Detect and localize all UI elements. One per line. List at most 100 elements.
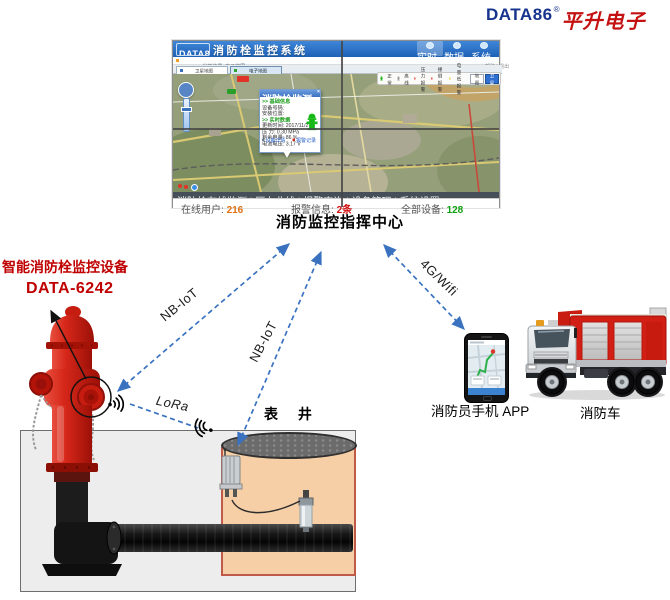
popup-title: 消防栓监测点 [260,95,312,97]
map-imagery [173,74,499,192]
breadcrumb-strip: 当前位置: 电子地图 帮助 | 退出 [173,57,509,69]
alarm-flag-icon [292,138,295,141]
map-type-label: 地图 [474,73,480,86]
app-statusbar: 在线用户: 216 报警信息: 2条 全部设备: 128 [173,198,499,216]
hydrant-icon-yellow [449,74,451,83]
hydrant-dome [50,315,94,342]
app-action-bar [468,388,505,395]
terminal-antenna [223,448,227,451]
phone-speaker [481,336,492,338]
tab-satellite-label: 卫星地图 [195,68,213,74]
app-title: 消防栓监控系统 [213,45,308,57]
legend-label: 电量低报警 [456,63,461,96]
popup-close-icon[interactable]: × [317,90,320,95]
map-marker-hydrant-2[interactable] [184,185,188,189]
map-pan-control[interactable] [178,82,194,98]
lora-link-label: LoRa [154,392,191,415]
nbiot-link-label-hydrant: NB-IoT [157,284,201,325]
popup-line: 设备号码: [262,104,285,111]
hydrant-icon-red [431,74,433,83]
rear-locker [646,322,662,360]
map-marker-blue[interactable] [191,184,198,191]
satellite-type-label: 卫星 [489,73,495,86]
nav-settings-button[interactable]: 系统设置 [471,41,497,79]
popup-line: 剩余电量: 86 % [262,134,298,141]
popup-line: 更新时间: 2017/11/27 [262,122,312,129]
alarm-record-link[interactable]: 报警记录 [292,136,316,144]
command-center-caption: 消防监控指挥中心 [276,214,405,231]
status-devices-value: 128 [446,205,464,216]
smart-hydrant-caption: 智能消防栓监控设备 [2,259,128,275]
tab-vector-map[interactable]: 电子地图 [230,66,282,74]
transmitter-hex-cap [298,497,314,506]
app-nav: 实时监控 数据查询 系统设置 [417,41,497,79]
brand-name-cn: 平升电子 [561,11,646,33]
map-type-button[interactable]: 地图 [470,73,485,86]
popup-body: >> 基础信息 设备号码: 安装位置: >> 实时数据 更新时间: 2017/1… [262,99,319,147]
popup-titlebar: 消防栓监测点 × [260,90,320,97]
legend-label: 离线 [404,73,409,86]
popup-links: 设备详情 报警记录 [262,136,318,144]
video-wall-bezel-vertical [341,41,343,207]
tab-satellite-map[interactable]: 卫星地图 [176,66,228,74]
status-online-value: 216 [226,205,244,216]
hydrant-icon-green [380,74,383,83]
hydrant-elbow [54,522,118,564]
map-legend: 正常 离线 压力报警 撞倒报警 电量低报警 地图 卫星 [377,63,501,95]
map-zoom-slider[interactable] [183,98,190,132]
headlight-left [527,364,537,370]
map-zoom-knob[interactable] [181,107,192,112]
pressure-transmitter-illustration [298,490,314,532]
map-marker-hydrant-1[interactable] [178,184,182,188]
app-titlebar: DATA86 消防栓监控系统 实时监控 数据查询 系统设置 [173,41,499,79]
transmitter-body [299,504,313,528]
legend-item-low-battery: 电量低报警 [448,63,469,95]
telemetry-terminal-illustration [219,448,243,497]
tab-vector-label: 电子地图 [249,68,267,74]
popup-section-basic: >> 基础信息 [262,99,291,105]
map-marker-red[interactable] [237,76,249,82]
legend-item-pressure-alarm: 压力报警 [413,67,430,92]
legend-label: 撞倒报警 [437,66,443,92]
phone-map-app [468,340,505,395]
firefighter-app-caption: 消防员手机 APP [431,404,530,419]
folder-icon [176,59,179,62]
vector-tab-icon [234,69,237,72]
transmitter-cable-gland [303,490,309,498]
satellite-type-button[interactable]: 卫星 [485,73,500,86]
video-wall-bezel-horizontal [173,128,499,130]
popup-hydrant-icon [306,108,318,136]
legend-label: 正常 [387,73,392,86]
status-online-label: 在线用户: [181,205,224,216]
nav-query-button[interactable]: 数据查询 [444,41,470,79]
route-line [475,352,494,381]
nav-realtime-button[interactable]: 实时监控 [417,41,443,79]
popup-section-realtime: >> 实时数据 [262,116,291,123]
terminal-gland-1 [225,489,229,497]
legend-item-normal: 正常 [379,73,396,86]
meter-well-caption: 表 井 [264,406,320,422]
satellite-map[interactable]: Baidu百度 [173,74,499,192]
app-logo-text: DATA86 [179,49,210,56]
detail-icon [262,138,265,141]
legend-item-offline: 离线 [396,73,413,86]
monitoring-system-screenshot: DATA86 消防栓监控系统 实时监控 数据查询 系统设置 当前 [172,40,509,216]
hydrant-chain-left [32,394,42,451]
detail-link-label: 设备详情 [265,138,286,144]
hydrant-icon-gray [397,74,400,83]
popup-line: 安装位置: [262,110,285,117]
windshield [534,329,570,348]
map-marker-green[interactable] [227,89,236,94]
terminal-body [221,455,241,485]
satellite-tab-icon [180,69,183,72]
destination-pin [490,349,496,354]
nav-realtime-icon [426,42,434,49]
fire-truck-illustration [525,307,667,400]
fire-hydrant-illustration [29,306,122,576]
hydrant-foot [42,564,122,576]
hydrant-model-caption: DATA-6242 [26,280,114,297]
phone-screen [468,340,505,395]
device-detail-link[interactable]: 设备详情 [262,136,286,144]
app-logo: DATA86 [176,43,210,56]
